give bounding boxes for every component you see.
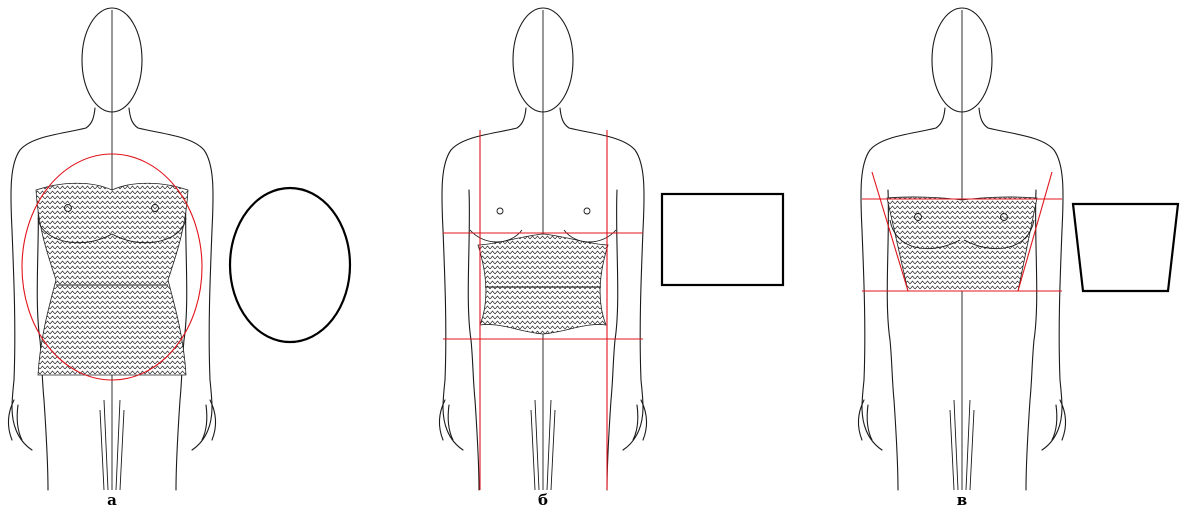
panel-label-c: в: [957, 491, 967, 509]
panel-label-a: а: [107, 491, 117, 509]
panel-a: а: [8, 8, 350, 509]
panel-b: б: [439, 8, 783, 509]
panel-label-b: б: [538, 491, 548, 509]
oval-shape-icon: [230, 188, 350, 342]
hatched-torso-b: [478, 234, 608, 334]
panel-c: в: [858, 8, 1178, 509]
trapezoid-shape-icon: [1073, 204, 1178, 291]
hatched-torso-c: [887, 197, 1037, 291]
hatched-torso-a: [36, 183, 188, 375]
rectangle-shape-icon: [662, 194, 783, 285]
